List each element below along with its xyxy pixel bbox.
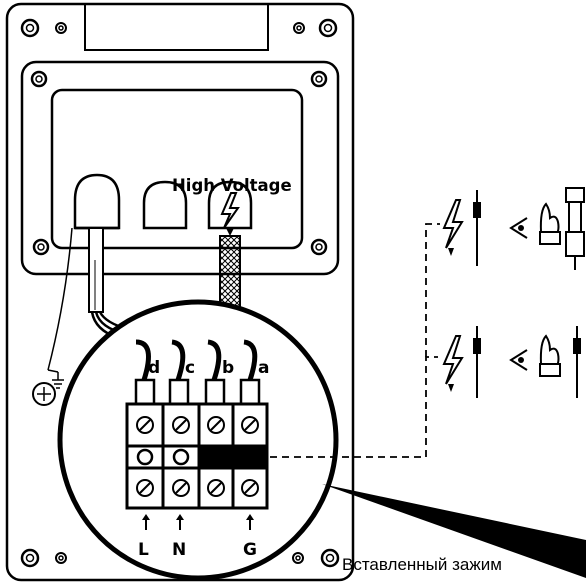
eye-icon xyxy=(509,217,528,239)
mounting-hole-icon xyxy=(55,22,67,34)
screw-icon xyxy=(207,416,225,434)
electrode-icon xyxy=(473,190,481,266)
screw-icon xyxy=(136,479,154,497)
arrow-down-icon xyxy=(226,228,234,236)
terminal-label-a: a xyxy=(258,358,269,378)
electrode-icon xyxy=(573,326,581,398)
mounting-hole-icon xyxy=(20,18,40,38)
terminal-label-d: d xyxy=(148,358,160,378)
magnified-terminal-view xyxy=(57,299,339,581)
valve-icon xyxy=(565,187,585,270)
mounting-hole-icon xyxy=(293,22,305,34)
screw-icon xyxy=(241,479,259,497)
mounting-hole-icon xyxy=(320,548,340,568)
ignition-components-upper xyxy=(442,187,585,270)
arrow-up-icon xyxy=(142,514,150,530)
supply-label-g: G xyxy=(243,540,257,560)
mounting-hole-icon xyxy=(20,548,40,568)
mounting-hole-icon xyxy=(32,238,50,256)
screw-icon xyxy=(241,416,259,434)
lightning-icon xyxy=(442,335,464,385)
arrow-up-icon xyxy=(246,514,254,530)
terminal-block xyxy=(125,402,269,510)
mounting-hole-icon xyxy=(310,70,328,88)
ignition-components-lower xyxy=(442,326,581,398)
connection-lines xyxy=(270,223,440,458)
inserted-terminal-caption: Вставленный зажим xyxy=(342,555,502,574)
supply-label-n: N xyxy=(172,540,186,560)
flame-icon xyxy=(539,202,561,245)
supply-label-l: L xyxy=(138,540,149,560)
lightning-icon xyxy=(220,192,240,229)
cable-glands xyxy=(73,173,253,236)
mounting-hole-icon xyxy=(30,70,48,88)
ground-icon xyxy=(32,369,64,406)
mounting-holes xyxy=(20,18,340,568)
screw-icon xyxy=(172,416,190,434)
screw-icon xyxy=(172,479,190,497)
arrow-up-icon xyxy=(176,514,184,530)
mounting-hole-icon xyxy=(318,18,338,38)
electrode-icon xyxy=(473,326,481,398)
lightning-icon xyxy=(442,199,464,249)
screw-icon xyxy=(207,479,225,497)
high-voltage-label: High Voltage xyxy=(172,176,292,195)
mounting-hole-icon xyxy=(310,238,328,256)
eye-icon xyxy=(509,349,528,371)
callout-pointer xyxy=(322,484,586,578)
terminal-label-c: c xyxy=(185,358,195,378)
arrow-down-icon xyxy=(448,384,454,392)
arrow-down-icon xyxy=(448,248,454,256)
mounting-hole-icon xyxy=(55,552,67,564)
mounting-hole-icon xyxy=(292,552,304,564)
screw-icon xyxy=(136,416,154,434)
flame-icon xyxy=(539,334,561,377)
terminal-label-b: b xyxy=(222,358,234,378)
